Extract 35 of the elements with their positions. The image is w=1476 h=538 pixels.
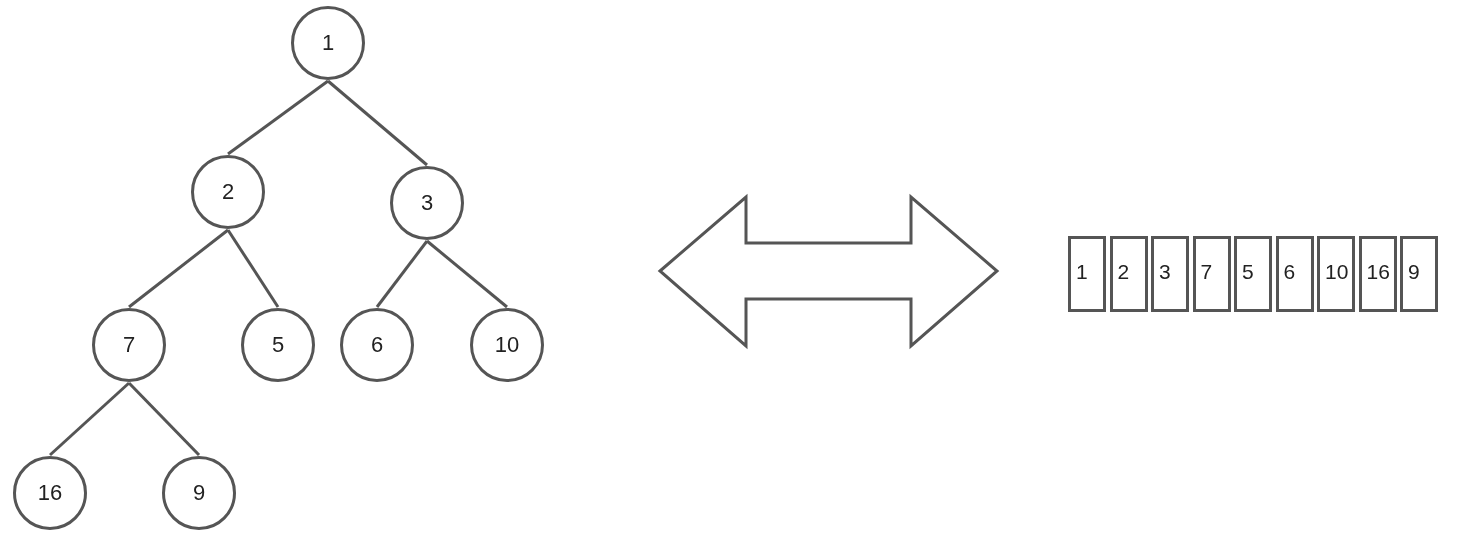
connector-line — [227, 79, 329, 156]
node-value: 1 — [321, 30, 335, 56]
connector-line — [128, 228, 229, 309]
node-value: 2 — [221, 179, 235, 205]
cell-value: 5 — [1242, 260, 1254, 284]
connector-line — [375, 240, 429, 308]
array-cell — [1400, 236, 1438, 312]
array-cell — [1068, 236, 1106, 312]
cell-value: 9 — [1408, 260, 1420, 284]
node-value: 6 — [370, 332, 384, 358]
array-cell — [1192, 236, 1231, 312]
node-value: 16 — [37, 480, 63, 506]
connector-line — [127, 381, 201, 457]
array-cell — [1358, 236, 1397, 312]
array-cell — [1275, 236, 1314, 312]
connector-line — [226, 229, 280, 308]
connector-line — [426, 239, 508, 309]
cell-value: 2 — [1117, 260, 1130, 284]
array-cell — [1151, 236, 1189, 312]
cell-value: 1 — [1076, 260, 1088, 284]
array-cell — [1109, 236, 1148, 312]
node-value: 3 — [420, 190, 434, 216]
node-value: 7 — [122, 332, 136, 358]
connector-line — [327, 79, 428, 167]
connector-line — [49, 381, 130, 457]
array-cell — [1317, 236, 1355, 312]
cell-value: 10 — [1325, 260, 1349, 284]
node-value: 5 — [271, 332, 285, 358]
array-cell — [1234, 236, 1272, 312]
cell-value: 7 — [1200, 260, 1213, 284]
cell-value: 3 — [1159, 260, 1171, 284]
cell-value: 16 — [1366, 260, 1390, 284]
cell-value: 6 — [1283, 260, 1296, 284]
node-value: 9 — [192, 480, 206, 506]
node-value: 10 — [494, 332, 520, 358]
